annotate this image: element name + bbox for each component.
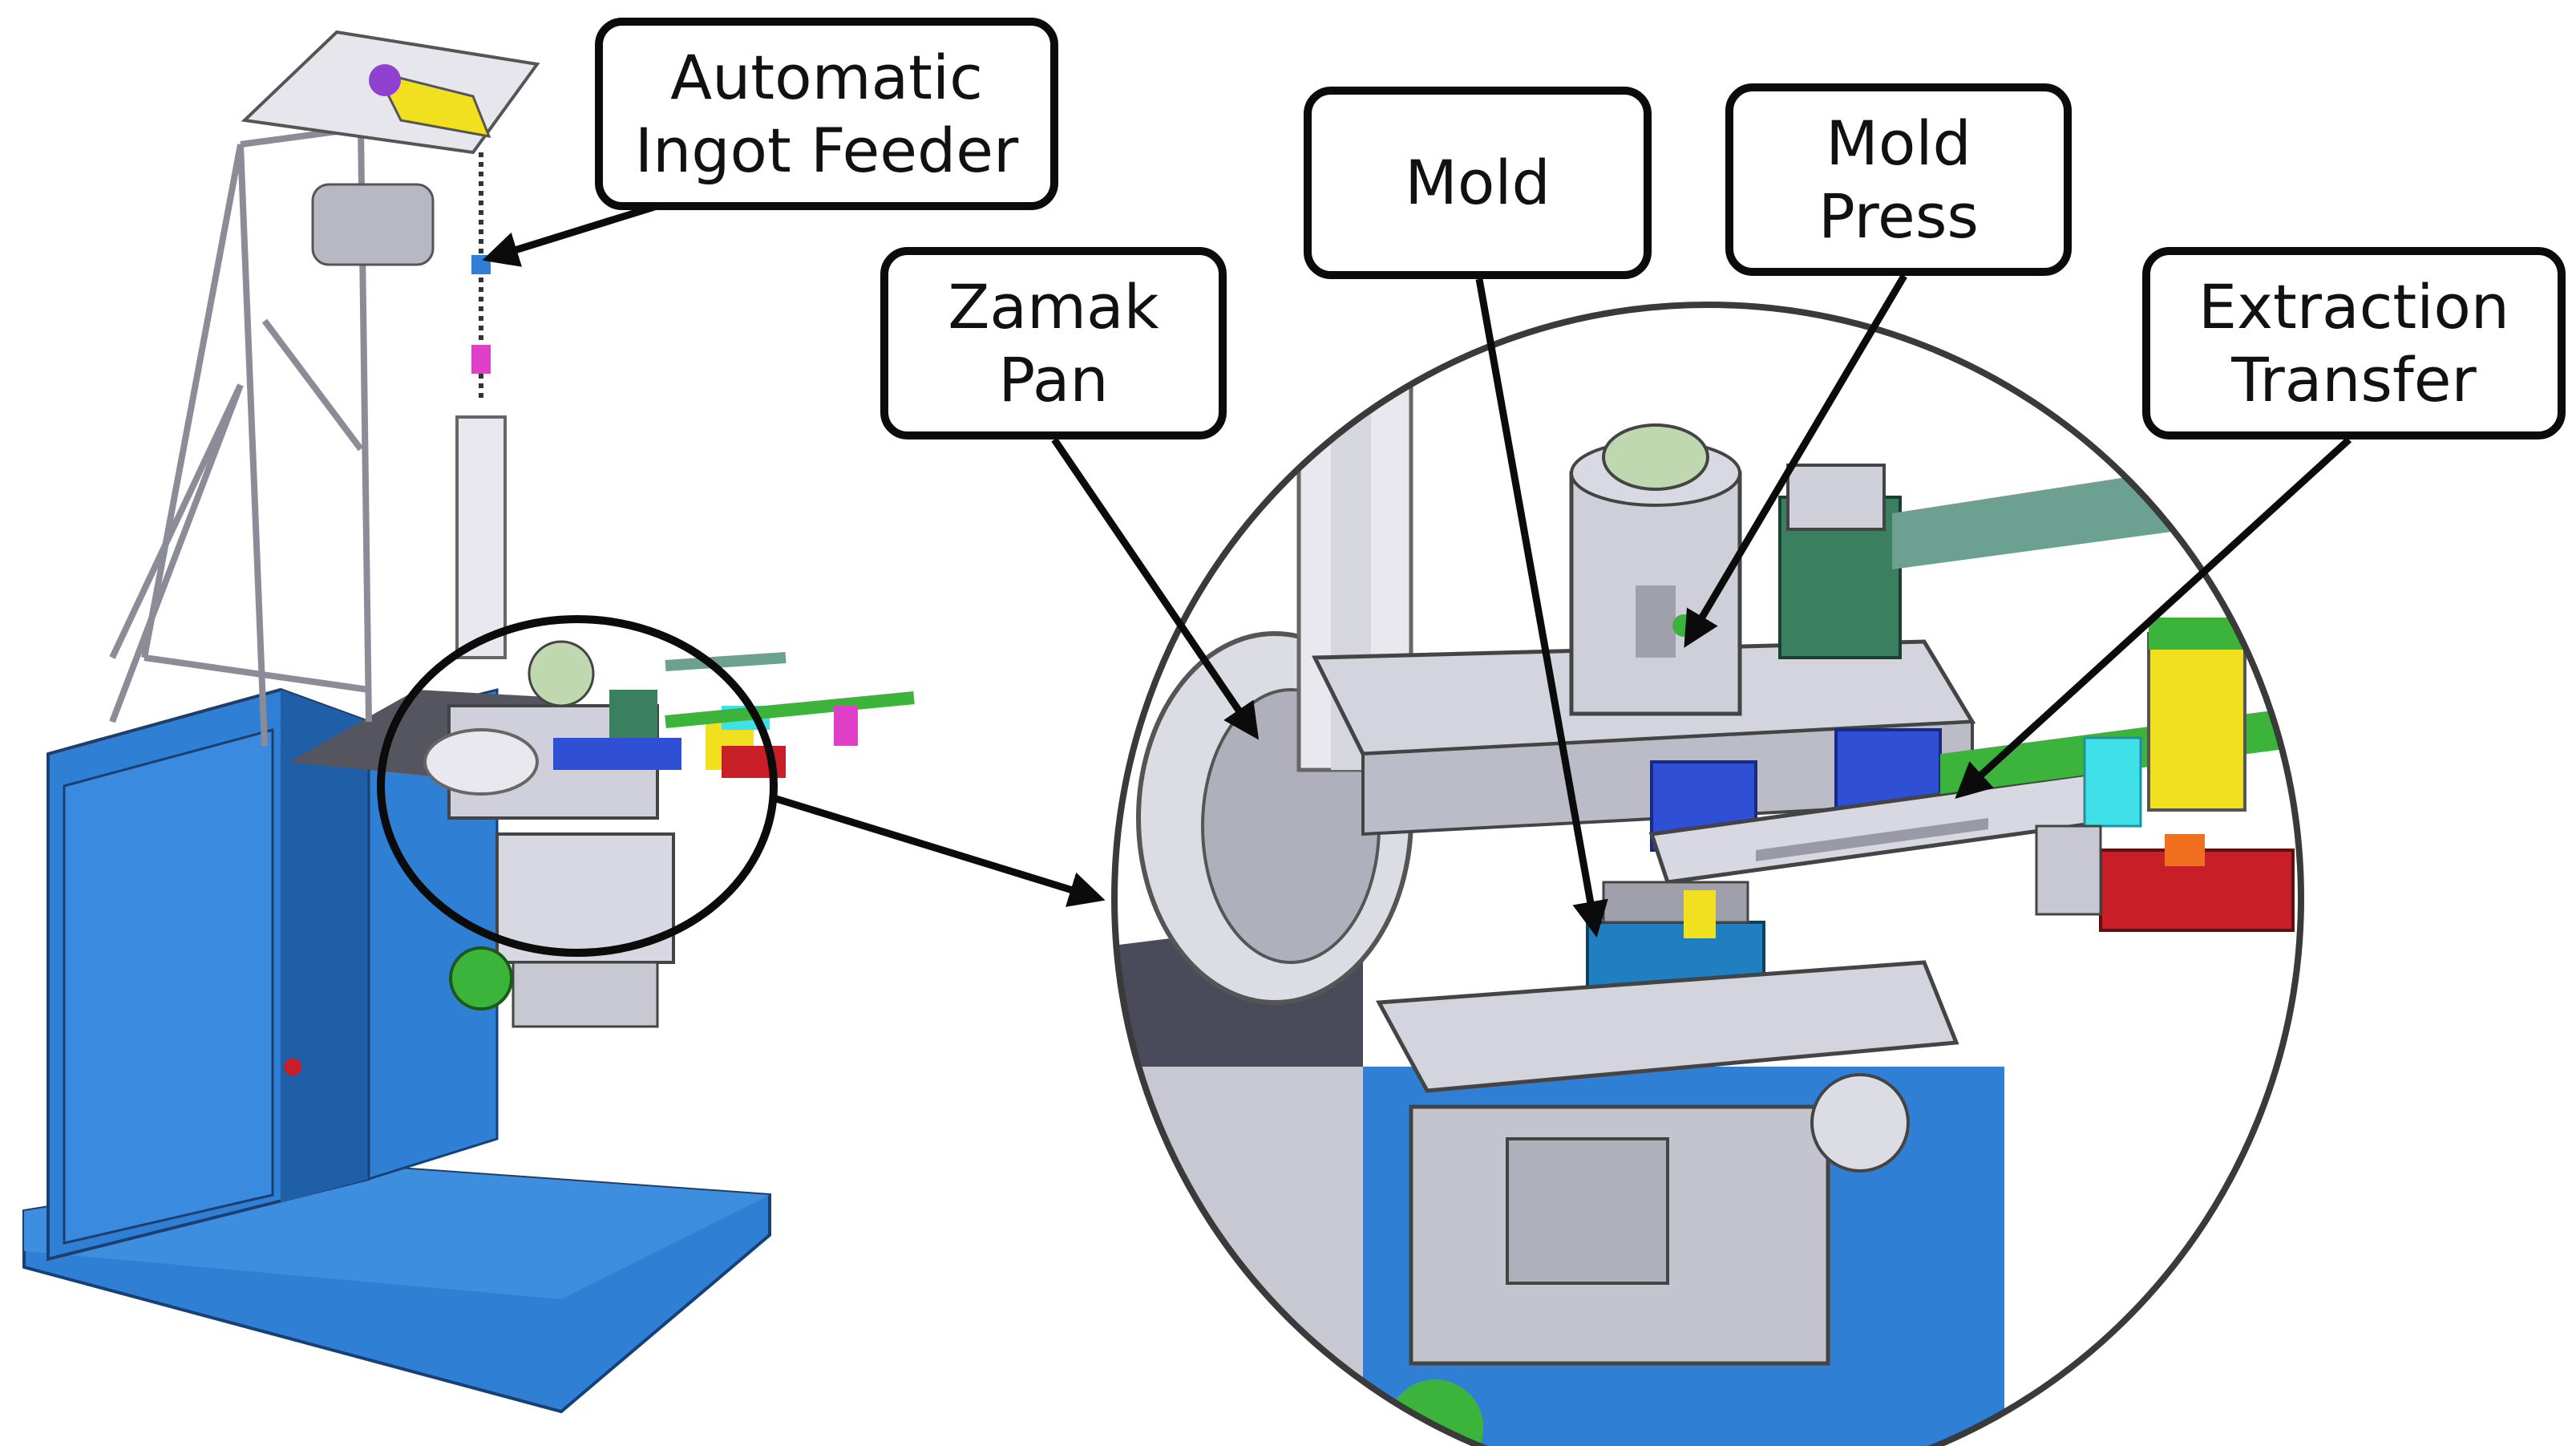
cabinet-door [63, 728, 274, 1245]
feeder-pivot [369, 64, 401, 96]
pan-arrow [1051, 437, 1260, 740]
callout-mold-line1: Mold [1405, 147, 1551, 219]
gripper-yellow [2147, 632, 2246, 812]
callout-extract-line1: Extraction [2198, 270, 2509, 342]
lower-frame [1375, 960, 1959, 1093]
casting-mechanism [423, 640, 915, 1028]
press-arrow [1684, 273, 1907, 648]
feeder-tower [109, 125, 372, 747]
callout-automatic-ingot-feeder: Automatic Ingot Feeder [595, 18, 1058, 210]
cabinet-knob [284, 1058, 301, 1075]
chain-hook [471, 345, 491, 374]
callout-zamak-pan: Zamak Pan [880, 247, 1227, 439]
mold-arrow [1475, 278, 1608, 938]
ingot-guide [455, 415, 507, 659]
cabinet-side [281, 690, 369, 1203]
callout-pan-line2: Pan [998, 344, 1109, 415]
callout-press-line2: Press [1818, 180, 1980, 252]
callout-feeder-line1: Automatic [670, 41, 983, 113]
callout-extract-line2: Transfer [2231, 344, 2477, 415]
callout-extraction-transfer: Extraction Transfer [2142, 247, 2566, 439]
feeder-motor [311, 183, 435, 266]
feeder-arrow [482, 196, 677, 267]
chain-sensor [471, 255, 491, 274]
zoom-circle-outline [1111, 302, 2304, 1446]
callout-feeder-line2: Ingot Feeder [634, 115, 1019, 186]
full-machine-view [22, 30, 915, 1414]
zoom-arrow [772, 794, 1106, 907]
callout-mold-press: Mold Press [1725, 83, 2072, 276]
gripper-cyan [2083, 736, 2142, 828]
leader-lines [482, 196, 2352, 938]
feeder-arm [374, 70, 491, 138]
zoom-selection-ellipse [377, 615, 778, 957]
callout-press-line1: Mold [1826, 107, 1971, 179]
callout-mold: Mold [1304, 87, 1652, 279]
press-cap [1602, 423, 1709, 491]
extract-arrow [1955, 436, 2352, 800]
callout-pan-line1: Zamak [948, 270, 1159, 342]
